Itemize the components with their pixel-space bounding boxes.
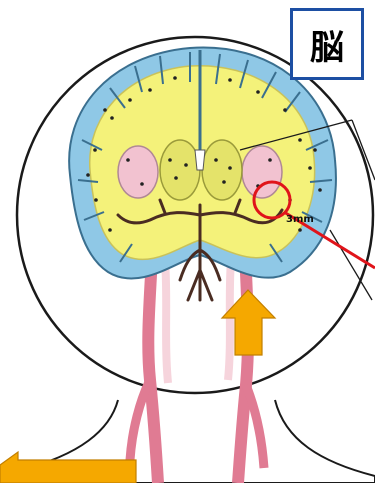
right-vertebral-artery bbox=[228, 260, 231, 380]
right-thalamus bbox=[202, 140, 242, 200]
title-box: 脳 bbox=[290, 8, 364, 80]
left-vertebral-artery bbox=[165, 260, 168, 383]
ventricle bbox=[195, 150, 205, 170]
scale-label: 3mm bbox=[286, 214, 314, 225]
right-basal-ganglia bbox=[242, 146, 282, 198]
left-basal-ganglia bbox=[118, 146, 158, 198]
left-thalamus bbox=[160, 140, 200, 200]
